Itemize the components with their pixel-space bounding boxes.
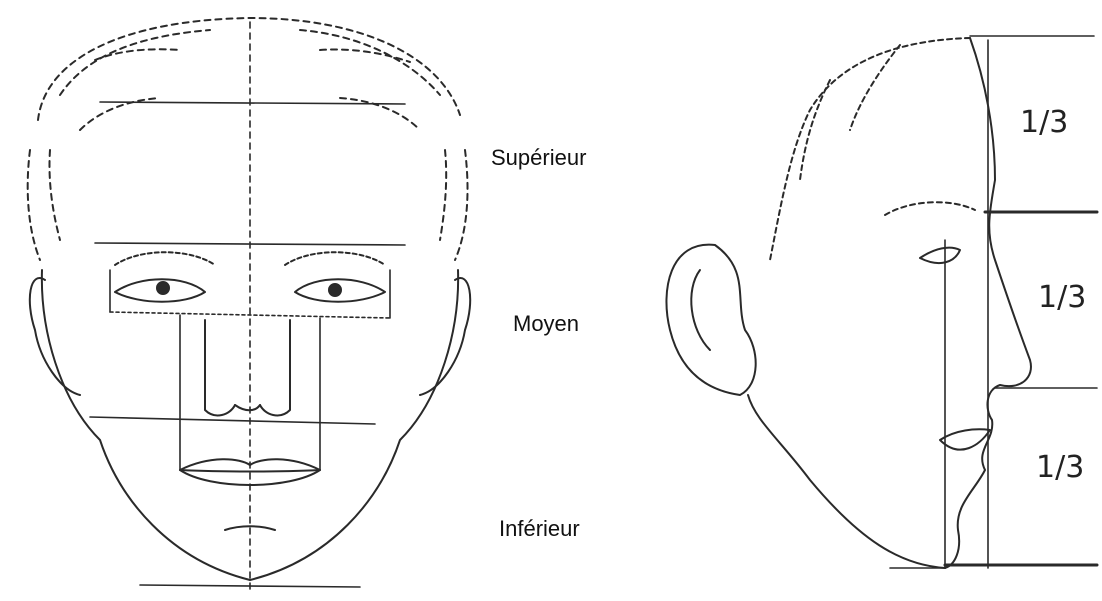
zone-label-middle: Moyen <box>513 311 579 337</box>
ratio-label-middle: 1/3 <box>1038 280 1086 315</box>
front-face-hair <box>28 18 468 260</box>
ratio-label-upper: 1/3 <box>1020 105 1068 140</box>
front-face-guides <box>90 22 405 590</box>
profile-face-outline <box>666 38 1031 568</box>
profile-face-hair <box>770 38 975 260</box>
zone-label-upper: Supérieur <box>491 145 586 171</box>
zone-label-lower: Inférieur <box>499 516 580 542</box>
ratio-label-lower: 1/3 <box>1036 450 1084 485</box>
